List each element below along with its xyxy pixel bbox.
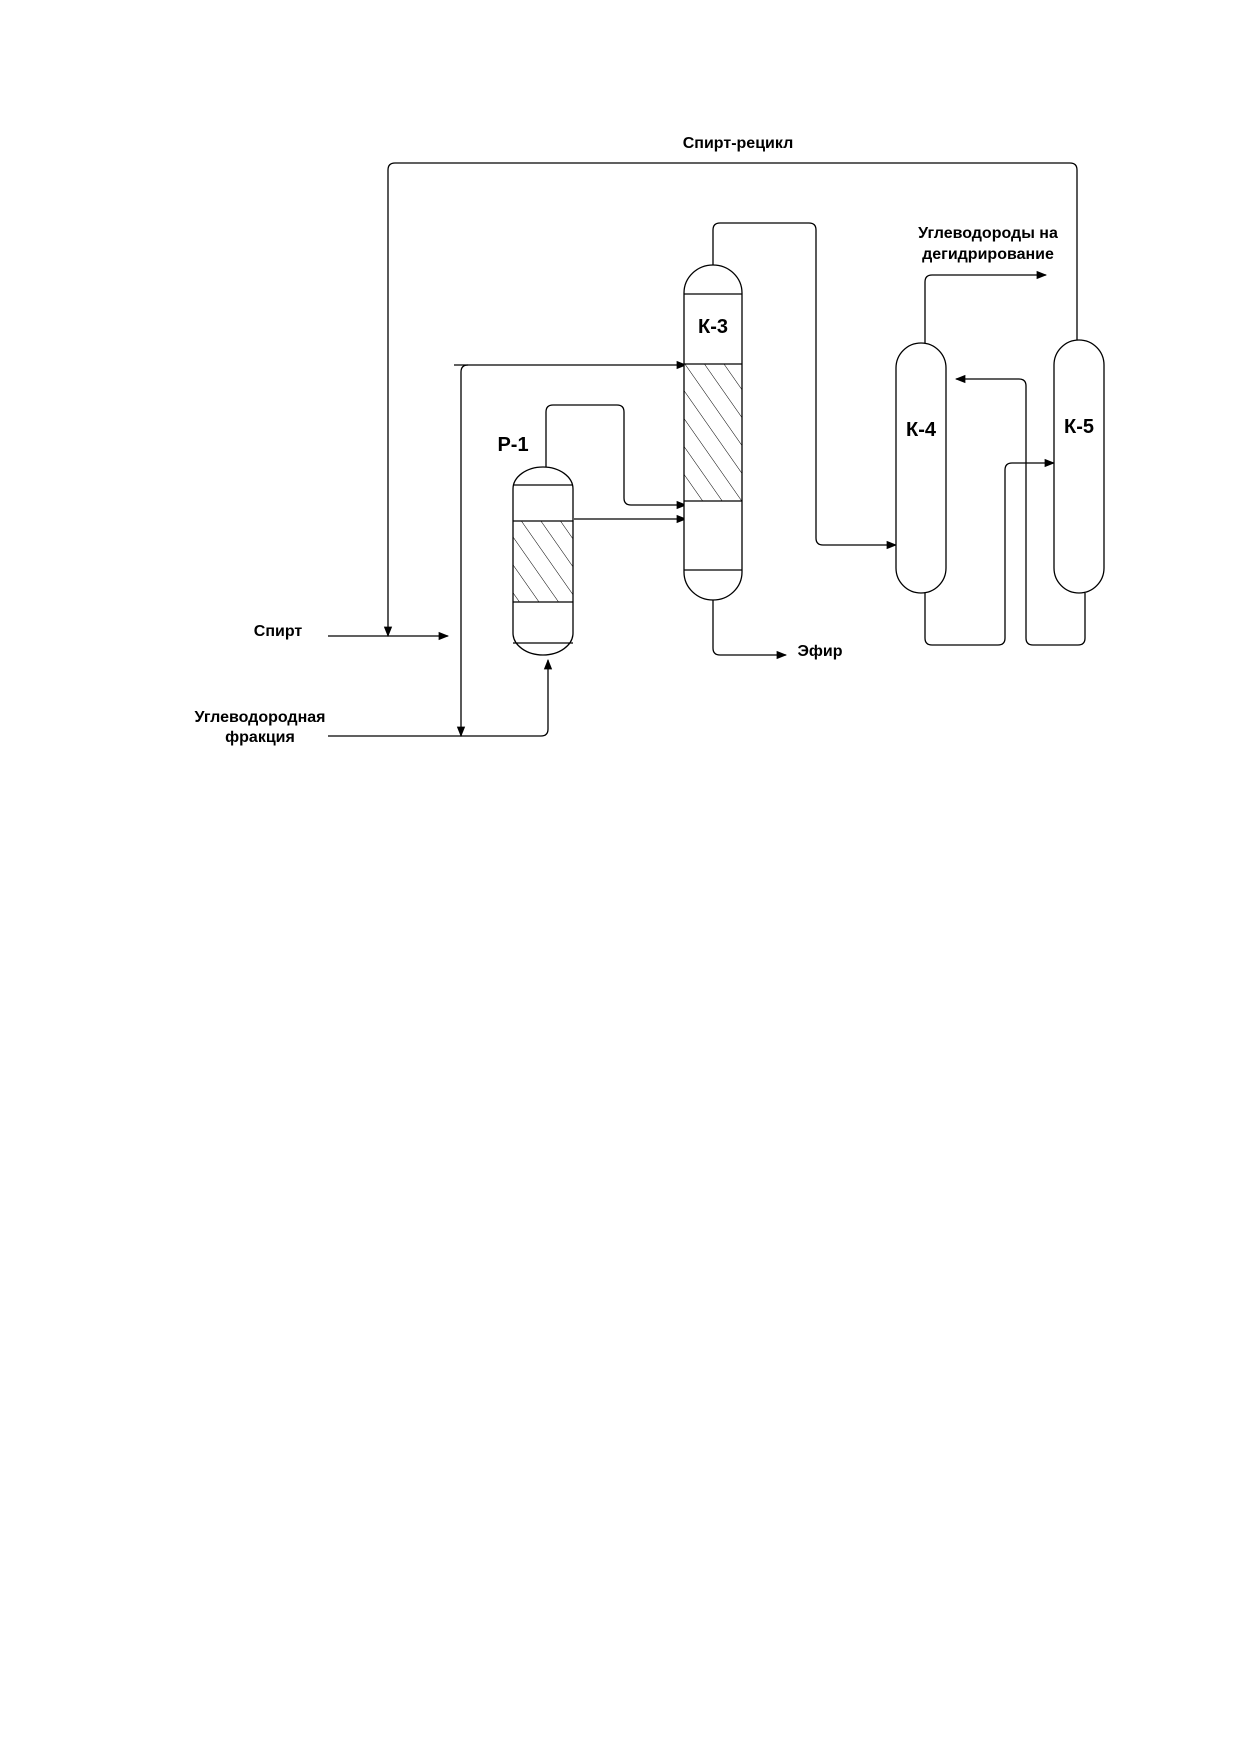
- bypass-line-corner: [460, 364, 469, 373]
- column-k5: [1053, 339, 1105, 594]
- column-k5-label: К-5: [1064, 416, 1094, 438]
- hydrocarbons-dehydro-line: [924, 270, 1048, 343]
- alcohol-recycle-label: Спирт-рецикл: [683, 135, 794, 152]
- reactor-top-to-k3-line: [545, 404, 688, 510]
- ether-product-line: [712, 600, 788, 660]
- k5-bottom-to-k4-line: [954, 374, 1086, 646]
- k3-top-to-k4-line: [712, 222, 898, 550]
- hydrocarbons-dehydro-label-2: дегидрирование: [922, 246, 1054, 263]
- column-k4-label: К-4: [906, 419, 937, 441]
- column-k4: [895, 342, 947, 594]
- alcohol-recycle-line: [383, 162, 1078, 638]
- hc-fraction-label-1: Углеводородная: [195, 709, 326, 726]
- reactor-r1: [512, 466, 574, 656]
- reactor-r1-label: Р-1: [497, 434, 528, 456]
- hc-fraction-feed-line: [328, 658, 553, 737]
- k4-bottom-to-k5-line: [924, 458, 1056, 646]
- hc-fraction-label-2: фракция: [225, 729, 295, 746]
- column-k3: [683, 264, 743, 601]
- ether-product-label: Эфир: [798, 643, 843, 660]
- column-k3-label: К-3: [698, 316, 728, 338]
- hydrocarbons-dehydro-label-1: Углеводороды на: [918, 225, 1058, 242]
- alcohol-feed-label: Спирт: [254, 623, 303, 640]
